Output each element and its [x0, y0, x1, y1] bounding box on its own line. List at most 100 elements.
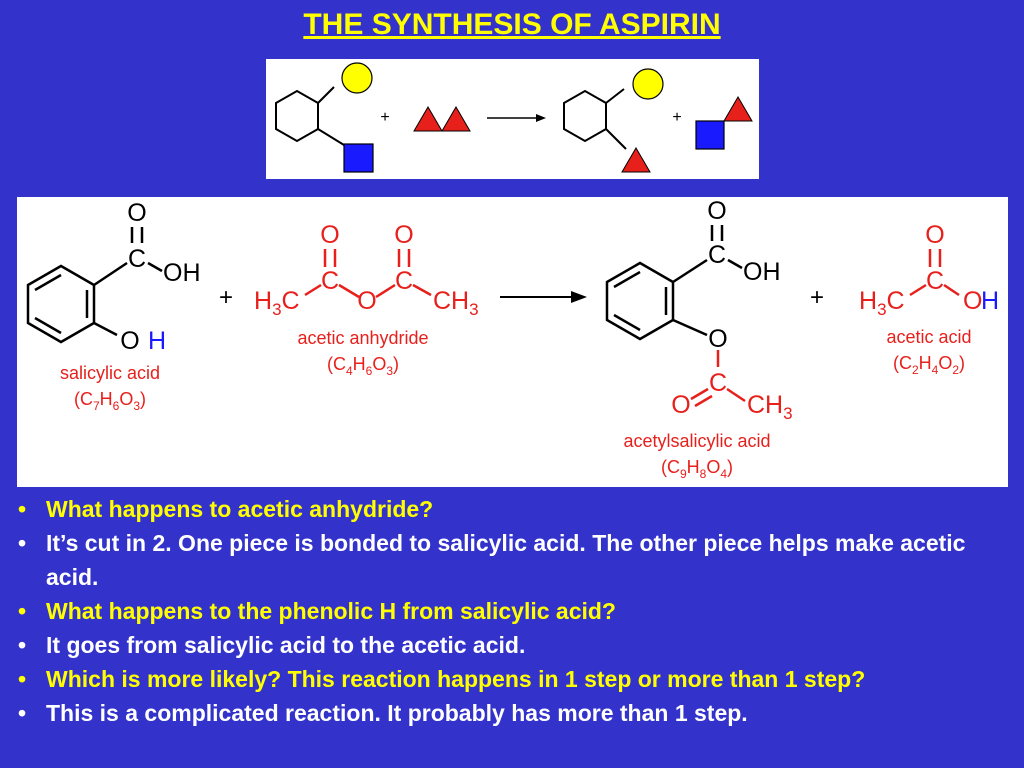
bullet-text: Which is more likely? This reaction happ… — [46, 666, 866, 692]
bond — [375, 283, 396, 299]
bullet-text: What happens to the phenolic H from sali… — [46, 598, 616, 624]
red-triangle-group — [621, 147, 651, 173]
bullet-marker: • — [18, 598, 27, 624]
bond — [727, 258, 743, 270]
atom-oxygen: O — [707, 197, 726, 225]
red-triangle-group — [441, 106, 471, 132]
page-title: THE SYNTHESIS OF ASPIRIN — [303, 8, 721, 41]
bond — [605, 88, 625, 104]
hexagon-ring — [563, 89, 607, 143]
plus-sign: + — [810, 284, 824, 311]
atom-carbon: C — [709, 369, 727, 397]
bond — [338, 283, 360, 299]
formula-acetic-anhydride: (C4H6O3) — [327, 354, 399, 378]
bullet-item: • Which is more likely? This reaction hap… — [14, 662, 1014, 696]
bridging-oxygen: O — [357, 287, 376, 315]
double-bond — [690, 387, 709, 401]
bond — [93, 261, 128, 287]
compound-name-acetic-acid: acetic acid — [886, 327, 971, 347]
bullet-marker: • — [18, 530, 27, 556]
chemical-reaction-panel: C O OH O H salicylic acid (C7H6O3) + O C… — [17, 197, 1008, 487]
bond — [317, 86, 335, 104]
bond — [909, 283, 927, 297]
blue-square-group — [343, 143, 374, 173]
bullet-marker: • — [18, 632, 27, 658]
bullet-item: • It’s cut in 2. One piece is bonded to s… — [14, 526, 1014, 594]
methyl-group: H3C — [859, 287, 905, 319]
bond — [672, 258, 708, 284]
bullet-item: • This is a complicated reaction. It prob… — [14, 696, 1014, 730]
bullet-text: What happens to acetic anhydride? — [46, 496, 434, 522]
methyl-group: CH3 — [747, 391, 793, 423]
bullet-item: • What happens to the phenolic H from sal… — [14, 594, 1014, 628]
bond — [943, 283, 960, 297]
atom-oxygen: O — [963, 287, 982, 315]
ester-oxygen: O — [708, 325, 727, 353]
double-bond — [613, 270, 641, 289]
bullet-marker: • — [18, 666, 27, 692]
atom-oxygen: O — [320, 221, 339, 249]
atom-oxygen: O — [394, 221, 413, 249]
bullet-item: • It goes from salicylic acid to the acet… — [14, 628, 1014, 662]
bullet-item: • What happens to acetic anhydride? — [14, 492, 1014, 526]
double-bond — [34, 316, 62, 335]
plus-sign: + — [380, 109, 389, 126]
red-triangle-group — [413, 106, 443, 132]
bullet-list: • What happens to acetic anhydride? • It’s… — [14, 492, 1014, 730]
double-bond — [694, 394, 713, 408]
acetylsalicylic-acid-structure: C O OH O C O CH3 acetylsalicylic acid (C… — [605, 197, 793, 481]
schematic-reaction-panel: + + — [266, 59, 759, 179]
bond — [672, 318, 708, 337]
bond — [412, 283, 432, 297]
yellow-circle-group — [341, 62, 373, 94]
bullet-text: It’s cut in 2. One piece is bonded to sa… — [46, 530, 966, 590]
atom-carbon: C — [926, 267, 944, 295]
compound-name-salicylic-acid: salicylic acid — [60, 363, 160, 383]
arrow-head — [571, 291, 587, 303]
phenolic-hydrogen: H — [148, 327, 166, 355]
double-bond — [613, 313, 641, 332]
plus-sign: + — [672, 109, 681, 126]
methyl-group: H3C — [254, 287, 300, 319]
hydroxyl-group: OH — [743, 258, 781, 286]
plus-sign: + — [219, 284, 233, 311]
acetic-anhydride-structure: O C O C O H3C CH3 acetic anhydride (C4H6… — [254, 221, 479, 378]
benzene-ring — [26, 264, 96, 344]
bond — [726, 387, 746, 403]
acetic-acid-structure: O C H3C O H acetic acid (C2H4O2) — [859, 221, 999, 377]
bullet-marker: • — [18, 496, 27, 522]
arrow-head — [536, 114, 546, 122]
transferred-hydrogen: H — [981, 287, 999, 315]
formula-acetylsalicylic-acid: (C9H8O4) — [661, 457, 733, 481]
atom-oxygen: O — [120, 327, 139, 355]
compound-name-acetic-anhydride: acetic anhydride — [297, 328, 428, 348]
bond — [605, 128, 627, 150]
hexagon-ring — [275, 89, 319, 143]
formula-acetic-acid: (C2H4O2) — [893, 353, 965, 377]
carbonyl-oxygen: O — [671, 391, 690, 419]
blue-square-group — [695, 120, 725, 150]
bullet-text: This is a complicated reaction. It proba… — [46, 700, 748, 726]
bond — [93, 321, 118, 337]
yellow-circle-group — [632, 68, 664, 100]
atom-carbon: C — [321, 267, 339, 295]
atom-oxygen: O — [127, 199, 146, 227]
bullet-text: It goes from salicylic acid to the aceti… — [46, 632, 526, 658]
formula-salicylic-acid: (C7H6O3) — [74, 389, 146, 413]
chemical-reaction-svg: C O OH O H salicylic acid (C7H6O3) + O C… — [26, 197, 999, 481]
compound-name-acetylsalicylic-acid: acetylsalicylic acid — [623, 431, 770, 451]
bond — [147, 261, 163, 273]
atom-carbon: C — [128, 245, 146, 273]
atom-carbon: C — [395, 267, 413, 295]
bond — [304, 283, 322, 297]
salicylic-acid-structure: C O OH O H salicylic acid (C7H6O3) — [26, 199, 201, 413]
bond — [317, 128, 345, 146]
benzene-ring — [605, 261, 675, 341]
red-triangle-group — [723, 96, 753, 122]
hydroxyl-group: OH — [163, 259, 201, 287]
atom-oxygen: O — [925, 221, 944, 249]
bullet-marker: • — [18, 700, 27, 726]
atom-carbon: C — [708, 241, 726, 269]
double-bond — [34, 273, 62, 292]
methyl-group: CH3 — [433, 287, 479, 319]
